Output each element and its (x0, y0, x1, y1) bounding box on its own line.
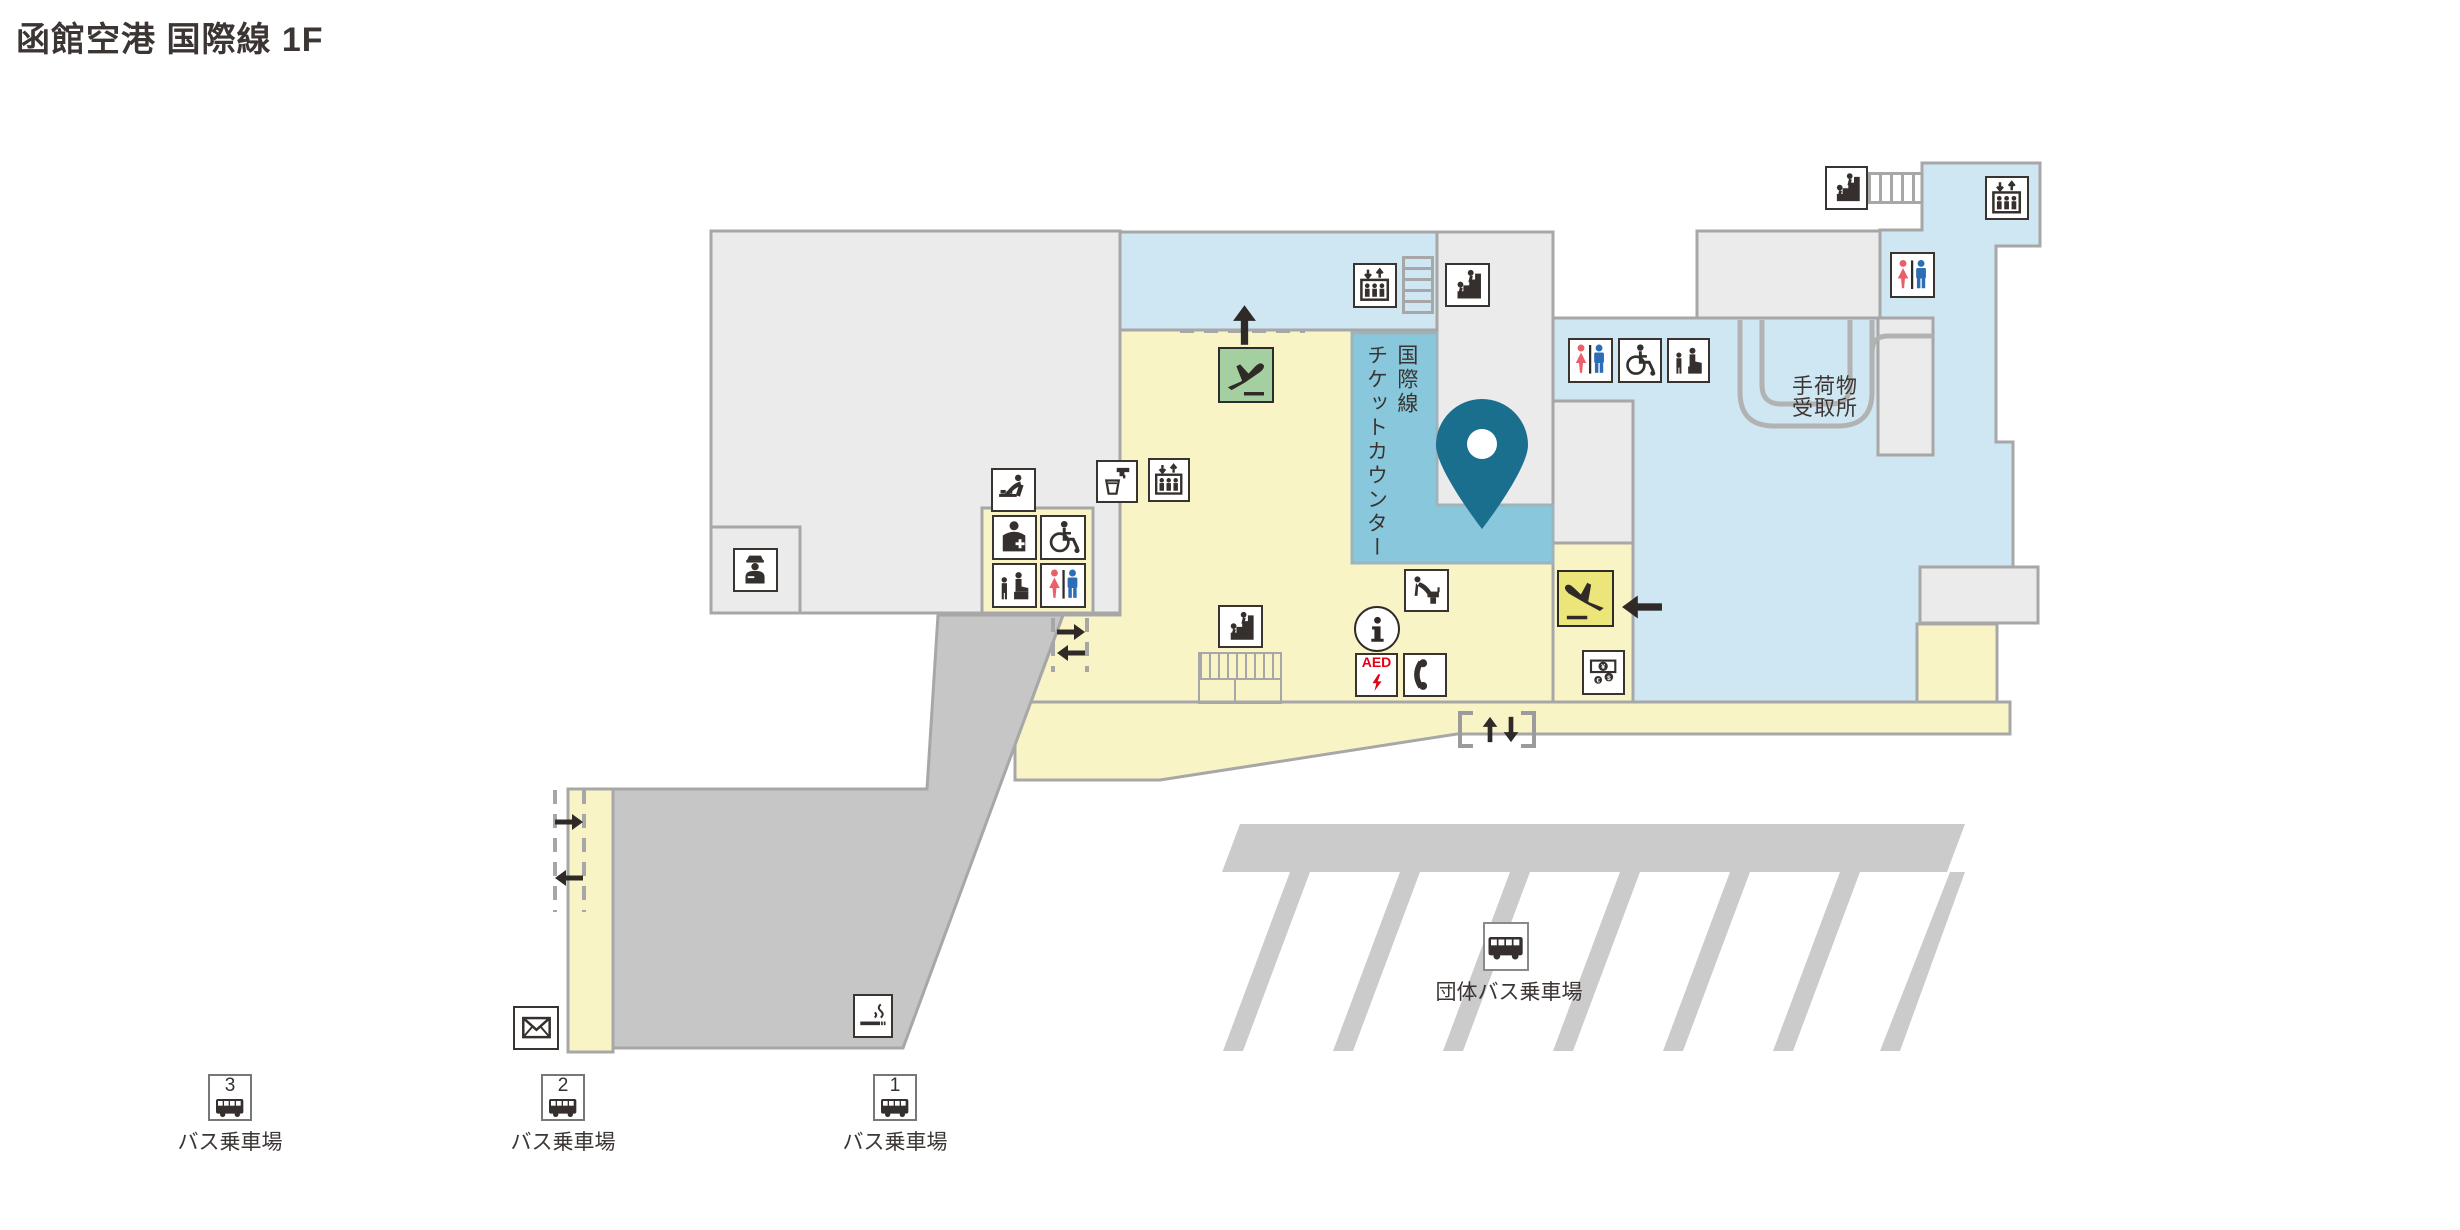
group-bus-label: 団体バス乗車場 (1435, 981, 1583, 1004)
bus-stop-2-icon: 2 (541, 1074, 585, 1121)
baggage-claim-label-line1: 手荷物 (1792, 375, 1858, 398)
right-arrow-icon (1056, 622, 1086, 642)
zone-inspection-room (709, 525, 802, 615)
up-arrow-icon (1482, 714, 1498, 745)
zone-curbside-band (1013, 700, 2012, 782)
stairway-hatch (1402, 256, 1434, 314)
telephone-icon (1403, 653, 1447, 697)
bus-stop-3-icon: 3 (208, 1074, 252, 1121)
nursing-room-icon (992, 563, 1037, 608)
bus-stop-number: 2 (557, 1075, 569, 1096)
zone-ticket-counter (1350, 331, 1555, 565)
zone-hall-gray-notch (1876, 316, 1935, 457)
stairway-hatch (1868, 172, 1922, 204)
door-openings (553, 329, 1305, 912)
zone-east-yellow-block (1915, 622, 1999, 704)
down-arrow-icon (1503, 714, 1519, 745)
ticket-counter-label-line1: 国際線 (1394, 344, 1418, 416)
zone-arrival-gray-block (1551, 399, 1635, 545)
ticket-counter-label: 国際線 チケットカウンター (1360, 344, 1421, 564)
zone-southeast-gray-block (1918, 565, 2040, 625)
elevator-icon (1353, 263, 1397, 308)
baby-care-icon (991, 468, 1036, 512)
elevator-icon (1985, 176, 2029, 220)
stairs-icon (1445, 263, 1490, 307)
stairs-icon (1218, 605, 1263, 648)
stairs-icon (1825, 166, 1868, 210)
bus-stop-1-label: バス乗車場 (842, 1131, 948, 1154)
wheelchair-icon (1040, 515, 1086, 560)
currency-exchange-icon (1582, 650, 1625, 695)
nursing-room-icon (1667, 338, 1710, 383)
zone-walkway (611, 613, 1066, 1050)
post-icon (513, 1006, 559, 1050)
page-title: 函館空港 国際線 1F (16, 21, 324, 59)
elevator-icon (1148, 458, 1190, 502)
toilets-icon (1568, 338, 1613, 383)
bus-stop-number: 1 (889, 1075, 901, 1096)
ticket-counter-label-line2: チケットカウンター (1364, 344, 1388, 560)
wheelchair-icon (1618, 338, 1662, 383)
water-fountain-icon (1096, 460, 1138, 503)
police-icon (733, 548, 778, 592)
information-icon (1354, 606, 1400, 652)
bus-stop-3-label: バス乗車場 (177, 1131, 283, 1154)
left-arrow-icon (1056, 643, 1086, 663)
entrance-brackets (1458, 711, 1536, 748)
group-bus-icon (1483, 922, 1529, 971)
baggage-claim-label: 手荷物 受取所 (1792, 376, 1888, 420)
smoking-area-icon (853, 994, 893, 1038)
departures-icon (1218, 347, 1274, 403)
first-aid-icon (992, 515, 1037, 560)
location-pin-icon (1433, 398, 1531, 538)
toilets-icon (1890, 252, 1935, 298)
bus-stop-number: 3 (224, 1075, 236, 1096)
left-arrow-icon (1621, 580, 1651, 622)
aed-label: AED (1361, 653, 1392, 670)
toilets-icon (1040, 563, 1086, 608)
right-arrow-icon (554, 812, 584, 832)
bus-stop-1-icon: 1 (873, 1074, 917, 1121)
zone-west-yellow-strip (566, 787, 615, 1054)
aed-icon: AED (1355, 653, 1398, 697)
baggage-claim-label-line2: 受取所 (1792, 397, 1858, 420)
arrivals-icon (1557, 570, 1614, 627)
parking-stripes (1223, 872, 1965, 1051)
bus-stop-2-label: バス乗車場 (510, 1131, 616, 1154)
road-band (1222, 824, 1965, 872)
up-arrow-icon (1232, 304, 1257, 346)
baggage-carousel (1737, 320, 1933, 429)
staircase-structure (1198, 652, 1282, 704)
drinking-fountain-icon (1404, 569, 1449, 612)
left-arrow-icon (554, 868, 584, 888)
zone-north-gray-block (1695, 229, 1882, 320)
